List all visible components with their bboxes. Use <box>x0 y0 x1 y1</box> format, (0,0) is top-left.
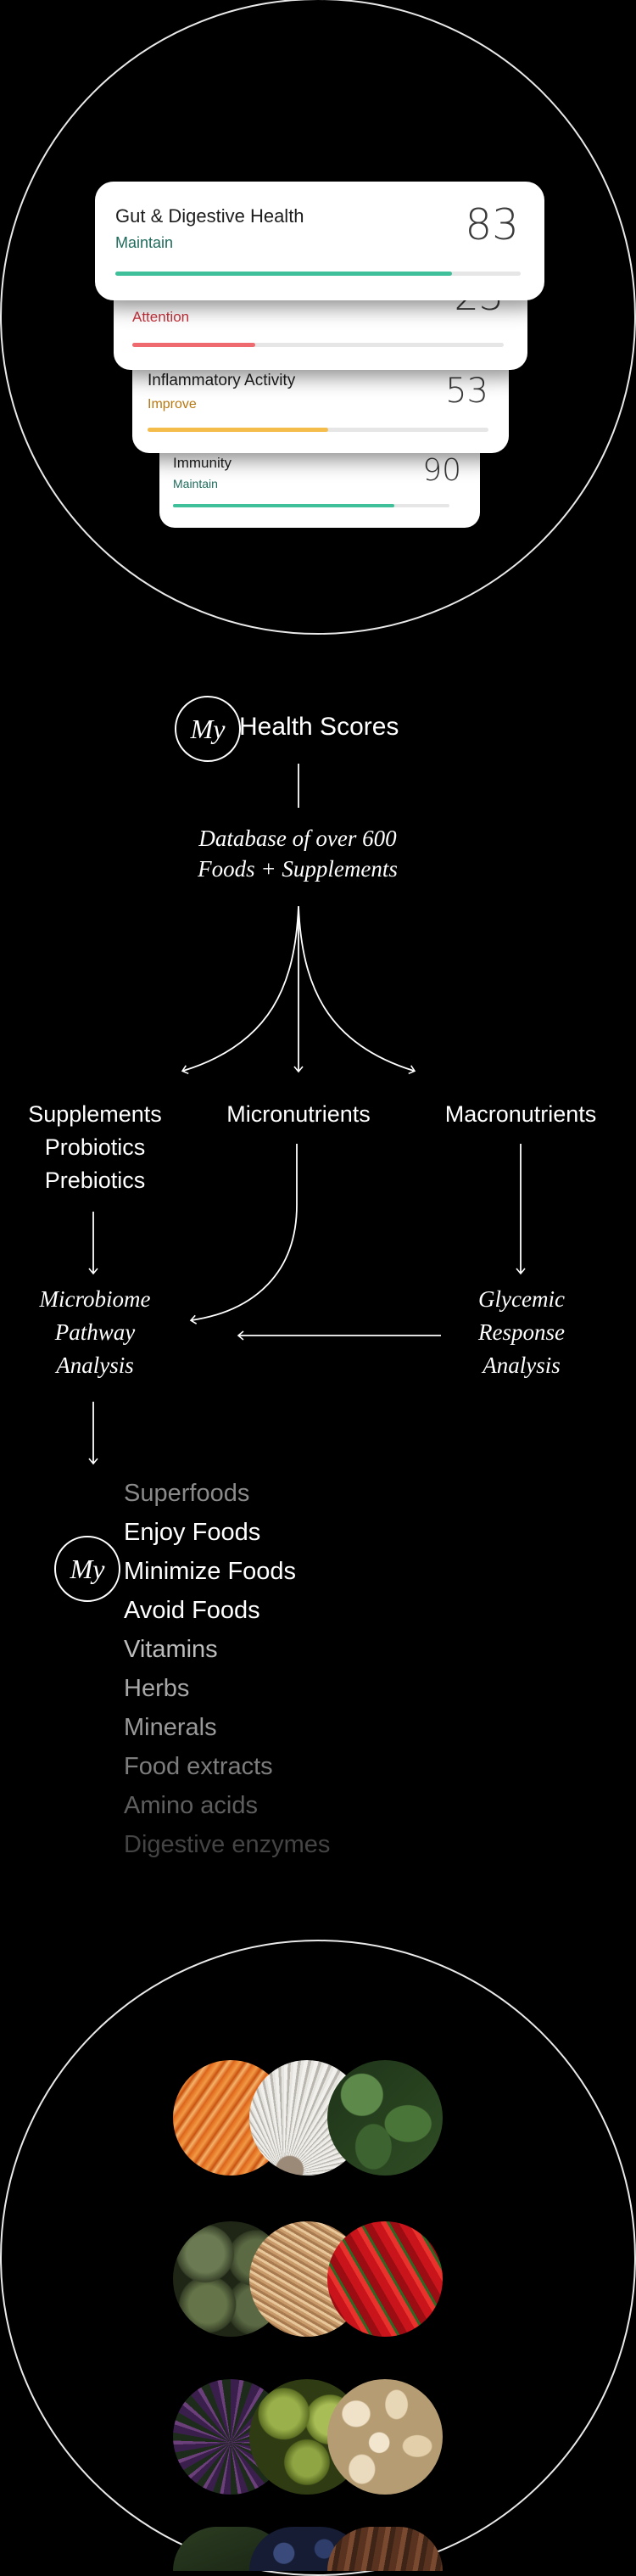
microbiome-pathway-label: Microbiome Pathway Analysis <box>8 1283 181 1382</box>
score-card-value: 53 <box>445 372 488 411</box>
food-category-food-extracts[interactable]: Food extracts <box>124 1753 273 1780</box>
micronutrients-label: Micronutrients <box>226 1101 371 1127</box>
supplements-line-3: Prebiotics <box>44 1168 146 1193</box>
food-category-superfoods[interactable]: Superfoods <box>124 1480 250 1507</box>
my-badge-categories: My <box>54 1536 120 1602</box>
glycemic-line-1: Glycemic <box>478 1286 565 1312</box>
food-category-minerals[interactable]: Minerals <box>124 1714 217 1741</box>
score-progress-track <box>132 343 504 347</box>
score-card-value: 90 <box>422 453 461 488</box>
food-spinach-leaves <box>327 2060 443 2176</box>
supplements-line-1: Supplements <box>28 1101 162 1127</box>
score-card-title: Inflammatory Activity <box>148 372 296 389</box>
score-card-status: Maintain <box>115 234 174 251</box>
score-progress-track <box>173 504 449 507</box>
food-nuts <box>327 2527 443 2571</box>
glycemic-line-2: Response <box>478 1319 565 1345</box>
supplements-line-2: Probiotics <box>44 1134 146 1160</box>
microbiome-line-2: Pathway <box>54 1319 136 1345</box>
food-category-digestive-enzymes[interactable]: Digestive enzymes <box>124 1831 331 1858</box>
score-card-status: Attention <box>132 309 190 325</box>
database-label: Database of over 600 Foods + Supplements <box>149 823 446 885</box>
food-red-chili-peppers <box>327 2221 443 2337</box>
connector-database-to-supplements <box>181 905 299 1075</box>
score-progress-fill <box>148 428 329 432</box>
food-white-beans <box>327 2379 443 2495</box>
score-progress-fill <box>115 272 452 276</box>
my-badge: My <box>175 696 241 762</box>
database-line-2: Foods + Supplements <box>198 856 398 882</box>
connector-database-to-macronutrients <box>298 905 416 1075</box>
score-progress-track <box>148 428 488 432</box>
glycemic-line-3: Analysis <box>483 1352 561 1378</box>
database-line-1: Database of over 600 <box>198 826 397 851</box>
score-progress-track <box>115 272 521 276</box>
score-card-title: Gut & Digestive Health <box>115 205 304 227</box>
macronutrients-label: Macronutrients <box>444 1101 597 1127</box>
score-progress-fill <box>173 504 394 507</box>
food-category-herbs[interactable]: Herbs <box>124 1675 190 1702</box>
connector-micronutrients-to-microbiome <box>189 1144 298 1324</box>
health-scores-label: Health Scores <box>239 713 399 741</box>
food-category-amino-acids[interactable]: Amino acids <box>124 1792 258 1819</box>
food-category-avoid-foods[interactable]: Avoid Foods <box>124 1597 260 1624</box>
food-category-minimize-foods[interactable]: Minimize Foods <box>124 1558 297 1585</box>
score-card-status: Maintain <box>173 477 218 490</box>
score-card-status: Improve <box>148 397 197 412</box>
supplements-label: Supplements Probiotics Prebiotics <box>8 1098 181 1197</box>
flow-connectors <box>88 764 526 1465</box>
microbiome-line-1: Microbiome <box>39 1286 151 1312</box>
score-card-value: 83 <box>465 200 519 249</box>
score-card-title: Immunity <box>173 455 232 471</box>
glycemic-response-label: Glycemic Response Analysis <box>444 1283 599 1382</box>
microbiome-line-3: Analysis <box>56 1352 134 1378</box>
food-category-enjoy-foods[interactable]: Enjoy Foods <box>124 1519 261 1546</box>
score-progress-fill <box>132 343 255 347</box>
score-cards-circle <box>0 0 636 635</box>
score-card-gut-digestive-health[interactable]: Gut & Digestive Health Maintain 83 <box>95 182 544 300</box>
food-category-vitamins[interactable]: Vitamins <box>124 1636 218 1663</box>
